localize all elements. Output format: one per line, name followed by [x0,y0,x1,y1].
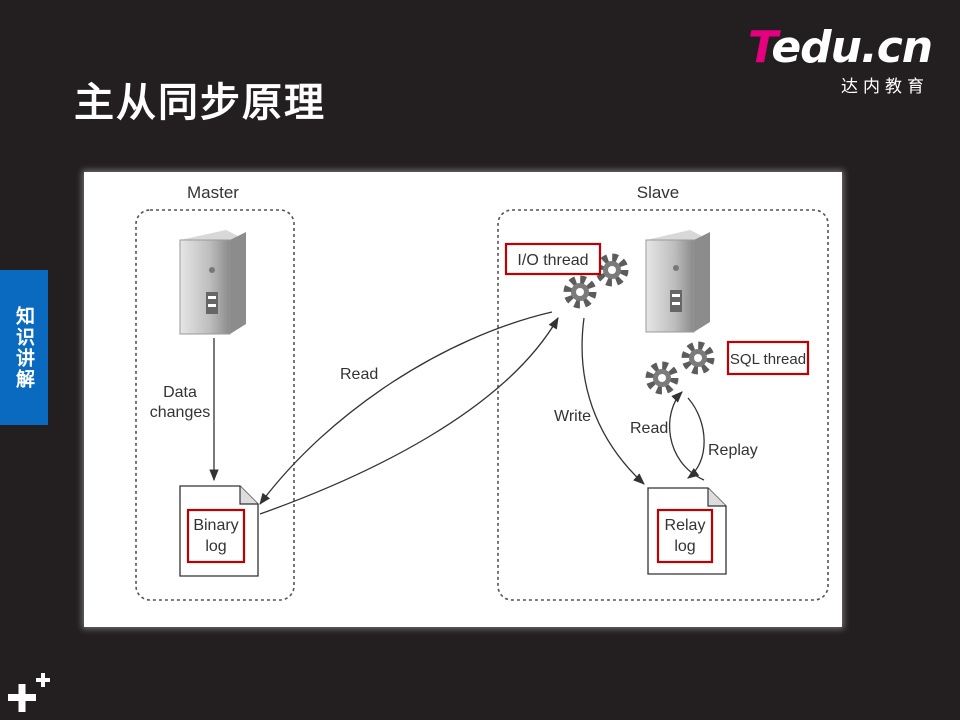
sql-read-label: Read [630,420,668,437]
replay-arrow [687,397,705,479]
master-group-box [135,209,295,601]
read-label: Read [340,366,378,383]
replication-diagram: Master Slave Data changes Binary log [84,172,842,627]
read-arrow-to-binary-log [259,311,553,505]
write-arrow [581,317,645,485]
relay-log-label-line1: Relay [665,517,706,534]
relay-log-label-line2: log [674,538,695,555]
relay-log-document [647,487,727,575]
logo-wordmark: Tedu.cn [748,22,933,73]
master-server-icon [179,230,246,335]
master-label: Master [187,183,239,202]
binary-log-label-line2: log [205,538,226,555]
sql-thread-label: SQL thread [730,351,806,368]
section-tab: 知识讲解 [0,270,48,425]
slave-group-box [497,209,829,601]
slave-label: Slave [637,183,680,202]
logo-subtitle: 达内教育 [841,77,929,97]
slave-server-icon [645,230,710,333]
write-label: Write [554,408,591,425]
replay-label: Replay [708,442,758,459]
read-arrow-to-io-thread [259,316,559,515]
binary-log-document [179,485,259,577]
plus-logo-icon [8,673,50,712]
sql-thread-gears-icon [650,346,710,390]
slide-title: 主从同步原理 [74,80,326,126]
data-changes-label-line1: Data [163,384,197,401]
logo-brand-first: T [748,22,772,73]
data-changes-label-line2: changes [150,404,211,421]
binary-log-label-line1: Binary [193,517,238,534]
tedu-logo: Tedu.cn 达内教育 [748,22,933,98]
io-thread-highlight [504,242,602,276]
sql-thread-highlight [726,340,810,376]
io-thread-label: I/O thread [517,252,588,269]
logo-brand-rest: edu.cn [771,22,933,73]
